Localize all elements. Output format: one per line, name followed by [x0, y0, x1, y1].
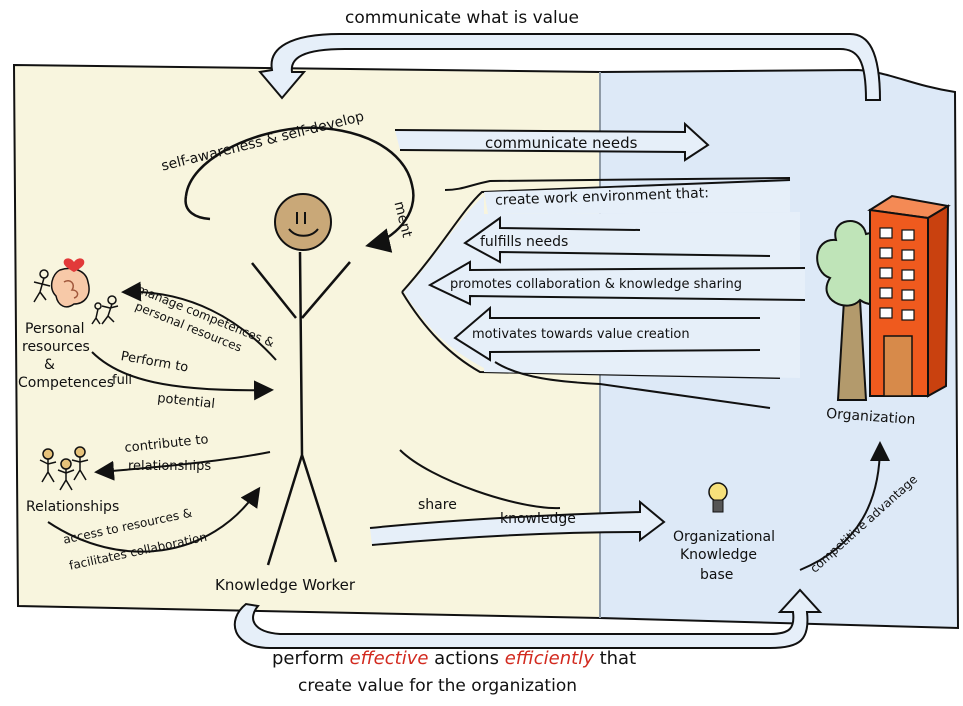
motivates-label: motivates towards value creation — [472, 327, 690, 342]
promotes-label: promotes collaboration & knowledge shari… — [450, 277, 743, 292]
competitive-arrow — [799, 441, 890, 571]
caption-perform: perform — [272, 648, 344, 669]
contribute-label-2: relationships — [128, 459, 212, 474]
caption-efficiently: efficiently — [504, 648, 594, 669]
worker-body — [251, 251, 351, 566]
personal-label-2: resources — [22, 339, 90, 355]
fulfills-label: fulfills needs — [480, 234, 569, 250]
manage-arrow — [121, 281, 277, 361]
caption-effective: effective — [349, 648, 429, 669]
kb-label-3: base — [700, 567, 734, 583]
building-icon — [867, 194, 951, 398]
knowledge-worker-label: Knowledge Worker — [215, 576, 356, 594]
personal-label-4: Competences — [18, 375, 115, 391]
communicate-needs-label: communicate needs — [485, 134, 638, 152]
relationship-figures-icon — [39, 446, 89, 491]
motivates-arrow — [453, 305, 761, 362]
personal-label-3: & — [44, 357, 55, 373]
caption-actions: actions — [434, 648, 499, 669]
top-caption: communicate what is value — [345, 8, 580, 28]
environment-fan — [401, 179, 791, 379]
self-loop-arrow — [184, 126, 415, 253]
caption-that: that — [599, 648, 637, 669]
perform-label-2: full — [112, 373, 133, 388]
bottom-caption-line2: create value for the organization — [298, 676, 577, 696]
bottom-caption-line1: perform effective actions efficiently th… — [272, 648, 637, 669]
promotes-arrow — [427, 260, 806, 306]
communicate-needs-arrow — [394, 121, 710, 162]
kb-label-1: Organizational — [673, 529, 775, 545]
perform-arrow — [91, 351, 274, 401]
kb-label-2: Knowledge — [680, 547, 757, 563]
lightbulb-icon — [708, 482, 728, 513]
contribute-arrow — [94, 451, 271, 481]
personal-label-1: Personal — [25, 321, 85, 337]
knowledge-label: knowledge — [500, 511, 576, 527]
bottom-value-arrow — [233, 588, 823, 649]
personal-figures-icon — [33, 267, 119, 325]
share-label: share — [418, 497, 457, 513]
share-knowledge-arrow — [369, 499, 666, 546]
heart-icon — [63, 258, 85, 272]
worker-head — [274, 193, 332, 251]
access-arrow — [47, 486, 261, 553]
fulfills-arrow — [463, 216, 771, 264]
relationships-label: Relationships — [26, 499, 120, 515]
top-value-arrow — [258, 33, 882, 101]
